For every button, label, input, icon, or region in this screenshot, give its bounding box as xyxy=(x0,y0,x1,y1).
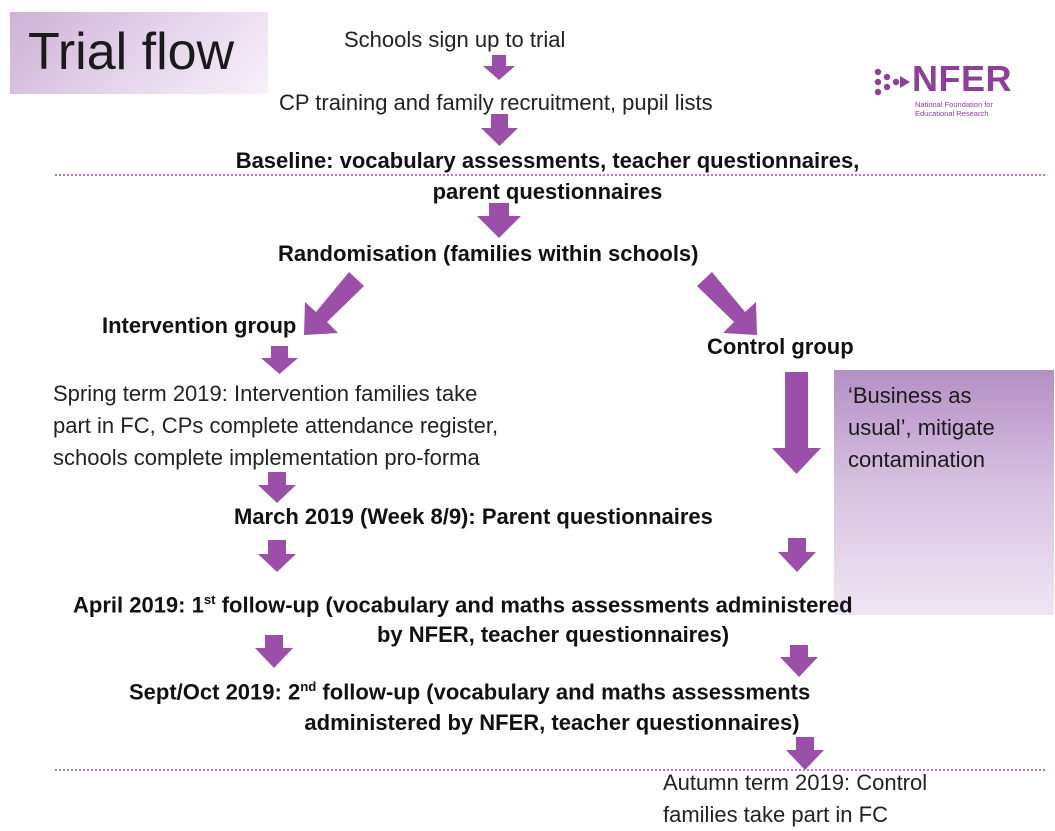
logo-subtitle-line1: National Foundation for xyxy=(915,100,993,109)
spring-line1: Spring term 2019: Intervention families … xyxy=(53,381,478,406)
arrow-down-icon xyxy=(481,114,518,146)
autumn-line2: families take part in FC xyxy=(663,801,888,827)
april-prefix: April 2019: 1 xyxy=(73,592,204,618)
business-line1: ‘Business as xyxy=(848,383,972,408)
arrow-down-icon xyxy=(786,737,824,770)
title-box xyxy=(10,12,268,94)
baseline-line1: Baseline: vocabulary assessments, teache… xyxy=(235,148,860,173)
arrow-down-icon xyxy=(780,645,818,677)
logo-subtitle: National Foundation for Educational Rese… xyxy=(915,100,993,118)
sept-rest: follow-up (vocabulary and maths assessme… xyxy=(316,679,811,705)
april-step-line1: April 2019: 1st follow-up (vocabulary an… xyxy=(73,592,853,618)
step-training: CP training and family recruitment, pupi… xyxy=(279,90,713,115)
arrow-down-long-icon xyxy=(772,372,821,474)
logo-name: NFER xyxy=(912,58,1012,99)
business-as-usual-box xyxy=(834,370,1054,615)
april-sup: st xyxy=(203,592,216,607)
arrow-down-icon xyxy=(477,203,521,238)
arrow-down-icon xyxy=(258,472,296,503)
step-baseline: Baseline: vocabulary assessments, teache… xyxy=(90,146,1005,208)
logo-subtitle-line2: Educational Research xyxy=(915,108,989,118)
divider-bottom xyxy=(55,769,1045,771)
baseline-line2: parent questionnaires xyxy=(432,178,663,204)
sept-prefix: Sept/Oct 2019: 2 xyxy=(129,679,301,705)
spring-line3: schools complete implementation pro-form… xyxy=(53,444,480,470)
business-as-usual-text: ‘Business as usual’, mitigate contaminat… xyxy=(848,380,995,476)
arrow-diagonal-left-icon xyxy=(304,272,364,335)
control-group-label: Control group xyxy=(707,334,854,359)
autumn-line1: Autumn term 2019: Control xyxy=(663,770,928,795)
autumn-term-text: Autumn term 2019: Control families take … xyxy=(663,767,927,831)
sept-step-line1: Sept/Oct 2019: 2nd follow-up (vocabulary… xyxy=(129,679,810,705)
nfer-logo xyxy=(872,62,1052,132)
arrow-diagonal-right-icon xyxy=(697,272,757,335)
spring-line2: part in FC, CPs complete attendance regi… xyxy=(53,412,499,438)
april-rest: follow-up (vocabulary and maths assessme… xyxy=(215,592,853,618)
spring-term-text: Spring term 2019: Intervention families … xyxy=(53,378,498,474)
slide-title: Trial flow xyxy=(28,23,235,81)
arrow-down-icon xyxy=(258,540,296,572)
divider-top xyxy=(55,174,1045,176)
intervention-group-label: Intervention group xyxy=(102,313,297,338)
march-step: March 2019 (Week 8/9): Parent questionna… xyxy=(234,504,713,529)
arrow-down-icon xyxy=(483,55,515,80)
business-line3: contamination xyxy=(848,446,985,472)
arrow-down-icon xyxy=(778,538,816,572)
business-line2: usual’, mitigate xyxy=(848,414,995,440)
sept-sup: nd xyxy=(300,679,317,694)
dots-arrow-icon xyxy=(874,68,910,96)
sept-step-line2: administered by NFER, teacher questionna… xyxy=(304,710,800,735)
arrow-down-icon xyxy=(255,635,293,668)
april-step-line2: by NFER, teacher questionnaires) xyxy=(376,622,730,647)
arrow-down-icon xyxy=(261,346,298,374)
step-randomisation: Randomisation (families within schools) xyxy=(278,241,699,266)
step-signup: Schools sign up to trial xyxy=(344,27,566,52)
